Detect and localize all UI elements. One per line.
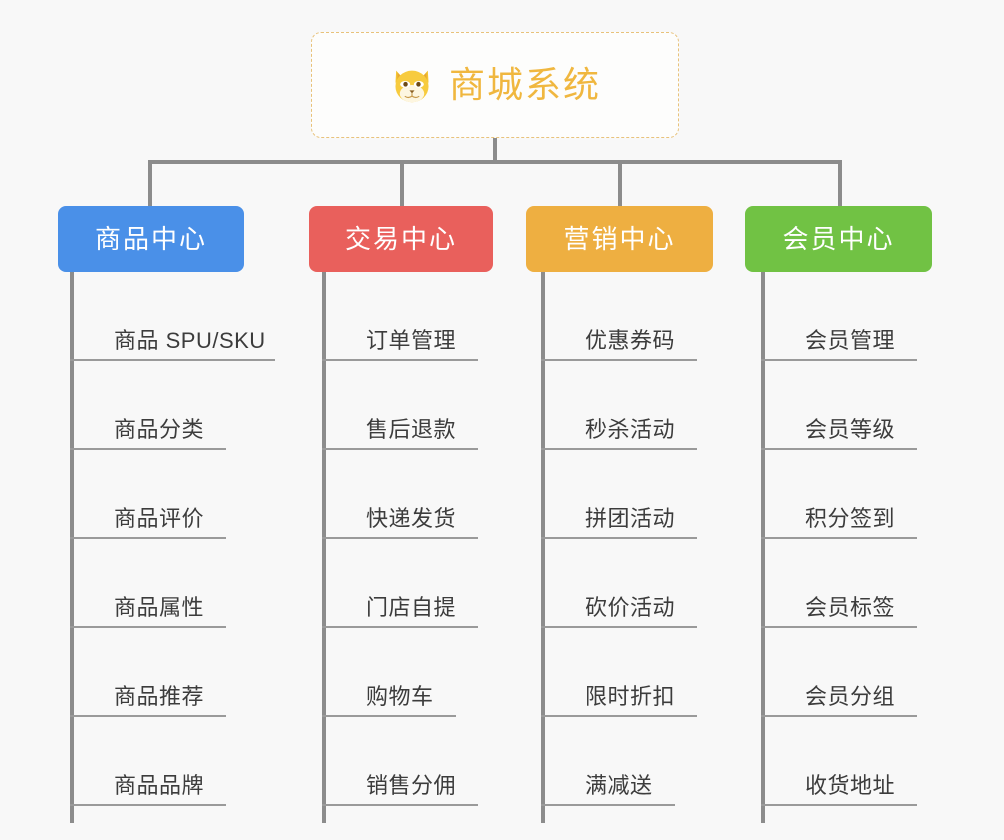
shiba-dog-icon bbox=[395, 70, 429, 103]
list-item-label: 优惠券码 bbox=[585, 328, 676, 353]
list-item-label: 限时折扣 bbox=[585, 684, 676, 709]
list-item-label: 商品品牌 bbox=[114, 773, 205, 798]
list-item[interactable]: 订单管理 bbox=[322, 272, 478, 361]
list-item[interactable]: 快递发货 bbox=[322, 450, 478, 539]
column-spine bbox=[70, 272, 74, 823]
list-item[interactable]: 满减送 bbox=[541, 717, 675, 806]
root-node[interactable]: 商城系统 bbox=[311, 32, 679, 138]
list-item-label: 商品属性 bbox=[114, 595, 205, 620]
category-header-huiyuan[interactable]: 会员中心 bbox=[745, 206, 932, 272]
category-label: 营销中心 bbox=[563, 224, 676, 254]
category-label: 商品中心 bbox=[94, 224, 207, 254]
connector-drop-1 bbox=[148, 160, 152, 208]
list-item-label: 订单管理 bbox=[366, 328, 457, 353]
category-header-jiaoyi[interactable]: 交易中心 bbox=[309, 206, 493, 272]
list-item[interactable]: 秒杀活动 bbox=[541, 361, 697, 450]
list-item[interactable]: 商品推荐 bbox=[70, 628, 226, 717]
root-label: 商城系统 bbox=[448, 64, 601, 105]
list-item-label: 秒杀活动 bbox=[585, 417, 676, 442]
connector-drop-3 bbox=[618, 160, 622, 208]
list-item[interactable]: 售后退款 bbox=[322, 361, 478, 450]
column-spine bbox=[541, 272, 545, 823]
column-spine bbox=[322, 272, 326, 823]
list-item-label: 门店自提 bbox=[366, 595, 457, 620]
list-item-label: 砍价活动 bbox=[585, 595, 676, 620]
list-item[interactable]: 门店自提 bbox=[322, 539, 478, 628]
list-item-label: 收货地址 bbox=[805, 773, 896, 798]
list-item-label: 商品推荐 bbox=[114, 684, 205, 709]
list-item-label: 售后退款 bbox=[366, 417, 457, 442]
list-item-label: 商品 SPU/SKU bbox=[114, 328, 266, 353]
list-item-label: 购物车 bbox=[366, 684, 434, 709]
list-item[interactable]: 会员等级 bbox=[761, 361, 917, 450]
list-item[interactable]: 销售分佣 bbox=[322, 717, 478, 806]
list-item[interactable]: 购物车 bbox=[322, 628, 456, 717]
list-item[interactable]: 会员管理 bbox=[761, 272, 917, 361]
list-item[interactable]: 商品评价 bbox=[70, 450, 226, 539]
list-item[interactable]: 会员分组 bbox=[761, 628, 917, 717]
category-label: 会员中心 bbox=[782, 224, 895, 254]
category-label: 交易中心 bbox=[344, 224, 457, 254]
list-item[interactable]: 优惠券码 bbox=[541, 272, 697, 361]
column-spine bbox=[761, 272, 765, 823]
list-item[interactable]: 商品属性 bbox=[70, 539, 226, 628]
list-item[interactable]: 砍价活动 bbox=[541, 539, 697, 628]
list-item-label: 会员标签 bbox=[805, 595, 896, 620]
list-item-label: 销售分佣 bbox=[366, 773, 457, 798]
connector-bus bbox=[149, 160, 841, 164]
connector-drop-2 bbox=[400, 160, 404, 208]
list-item-label: 快递发货 bbox=[366, 506, 457, 531]
list-item-label: 积分签到 bbox=[805, 506, 896, 531]
connector-drop-4 bbox=[838, 160, 842, 208]
list-item-label: 满减送 bbox=[585, 773, 653, 798]
list-item[interactable]: 限时折扣 bbox=[541, 628, 697, 717]
list-item[interactable]: 商品 SPU/SKU bbox=[70, 272, 275, 361]
list-item[interactable]: 商品分类 bbox=[70, 361, 226, 450]
list-item-label: 商品评价 bbox=[114, 506, 205, 531]
connector-root-stem bbox=[493, 138, 497, 162]
list-item[interactable]: 会员标签 bbox=[761, 539, 917, 628]
list-item-label: 商品分类 bbox=[114, 417, 205, 442]
list-item[interactable]: 积分签到 bbox=[761, 450, 917, 539]
list-item[interactable]: 拼团活动 bbox=[541, 450, 697, 539]
list-item[interactable]: 收货地址 bbox=[761, 717, 917, 806]
list-item-label: 会员分组 bbox=[805, 684, 896, 709]
category-header-shangpin[interactable]: 商品中心 bbox=[58, 206, 244, 272]
list-item-label: 拼团活动 bbox=[585, 506, 676, 531]
list-item-label: 会员等级 bbox=[805, 417, 896, 442]
list-item[interactable]: 商品品牌 bbox=[70, 717, 226, 806]
category-header-yingxiao[interactable]: 营销中心 bbox=[526, 206, 713, 272]
list-item-label: 会员管理 bbox=[805, 328, 896, 353]
